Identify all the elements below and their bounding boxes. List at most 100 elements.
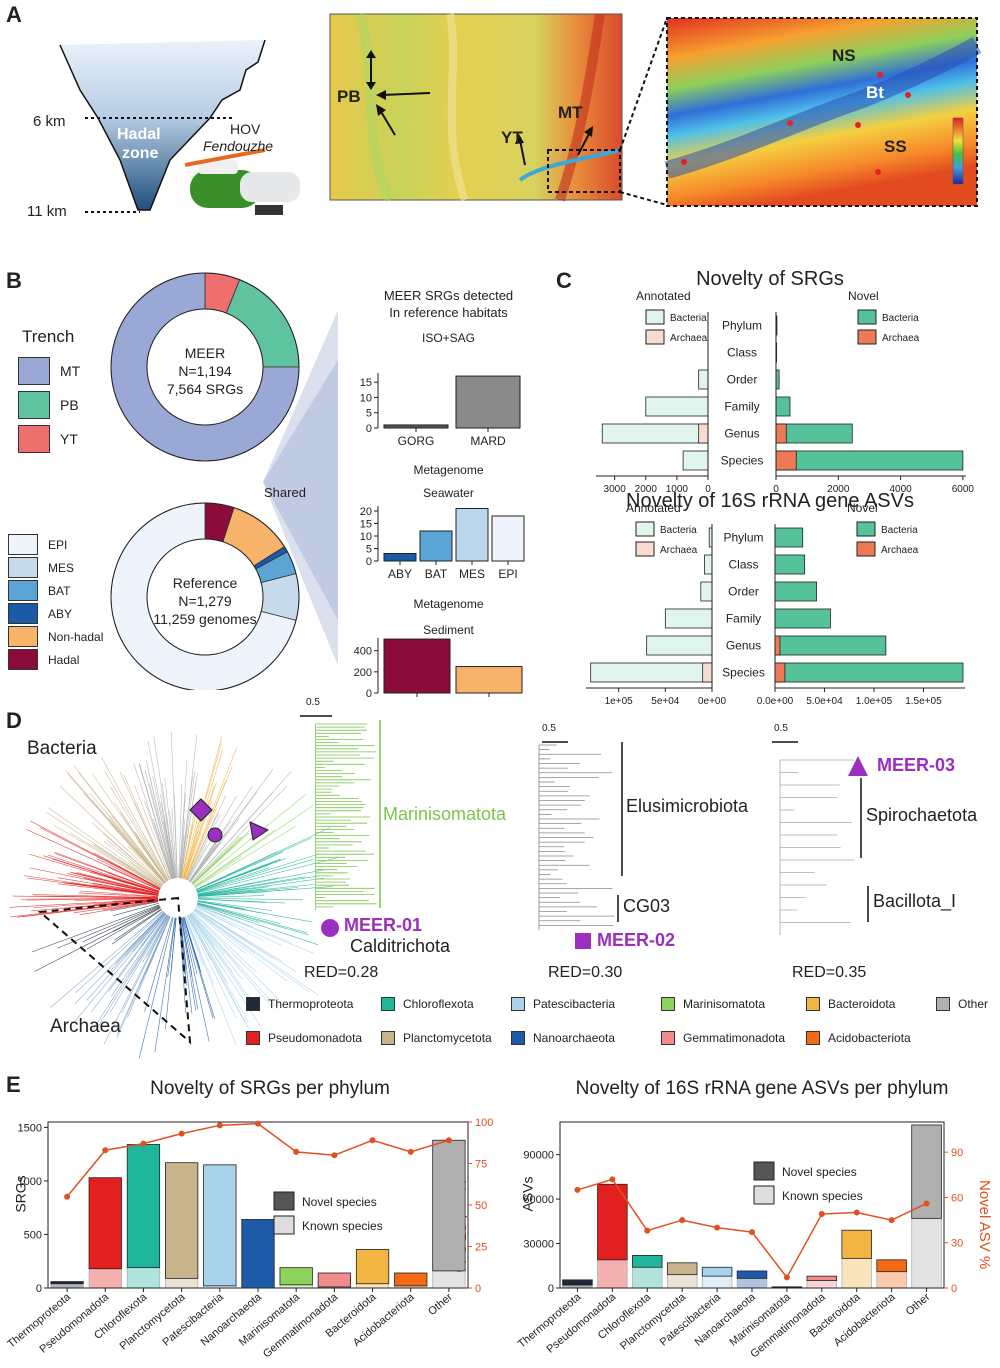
tree-branch (190, 912, 273, 1008)
bar-novel (666, 1262, 698, 1276)
tick-label: 15 (360, 377, 372, 389)
category-label: MES (459, 567, 485, 581)
category-label: Other (904, 1291, 933, 1318)
bar-novel (126, 1144, 161, 1269)
b-sub-sediment: Sediment (423, 623, 474, 637)
tree-branch (12, 895, 159, 899)
tick-label: 500 (24, 1229, 42, 1241)
panel-label-a: A (6, 2, 22, 27)
tree-branch (73, 900, 159, 914)
tick-label: 0 (366, 556, 372, 568)
tree-branch (197, 898, 266, 903)
tree-branch (93, 884, 159, 896)
tree-branch (196, 906, 283, 946)
novel-pct-point (853, 1209, 860, 1216)
tree-branch (189, 914, 252, 1001)
legend-item-planctomycetota: Planctomycetota (381, 1031, 492, 1045)
habitat-legend: EPI MES BAT ABY Non-hadal Hadal (8, 533, 103, 671)
tree-branch (111, 909, 162, 945)
tree-branch (91, 913, 167, 1012)
bar-annotated-bacteria (698, 369, 709, 390)
tree-branch (197, 902, 281, 924)
bar-novel (50, 1281, 84, 1285)
tree-branch (26, 829, 160, 891)
bar-novel (317, 1272, 351, 1288)
tick-label: 0 (475, 1283, 481, 1295)
tree-branch (160, 802, 175, 879)
tick-label: 10 (360, 531, 372, 543)
category-label: Planctomycetota (118, 1291, 189, 1353)
tree-branch (125, 912, 165, 956)
elusimicrobiota-label: Elusimicrobiota (626, 796, 749, 816)
tree-branch (82, 906, 160, 943)
panel-e-charts: 0500100015000255075100ThermoproteotaPseu… (5, 1117, 963, 1360)
tree-branch (103, 840, 163, 887)
tick-label: 60 (951, 1192, 963, 1204)
cg03-label: CG03 (623, 896, 671, 916)
legend-item-other: Other (936, 997, 988, 1011)
tree-branch (189, 768, 274, 883)
meer-srgs: 7,564 SRGs (166, 381, 244, 397)
tree-branch (197, 857, 338, 894)
tree-branch (193, 794, 306, 886)
bar-known (876, 1271, 907, 1289)
c-title-srg: Novelty of SRGs (696, 268, 844, 290)
legend-label-nonhadal: Non-hadal (48, 629, 104, 644)
shared-label: Shared (264, 485, 306, 500)
tree-branch (66, 770, 166, 884)
tree-branch (169, 810, 177, 879)
novel-pct-point (749, 1229, 755, 1236)
tree-branch (23, 875, 159, 896)
bar (383, 424, 449, 429)
bar-novel-bacteria (774, 608, 831, 629)
tree-branch (183, 917, 215, 1019)
chart-e-asv: 03000060000900000306090ThermoproteotaPse… (516, 1121, 963, 1360)
tick-label: 1500 (18, 1122, 42, 1134)
tree-branch (179, 835, 185, 879)
legend-archaea: Archaea (881, 545, 919, 556)
tree-branch (142, 915, 169, 963)
bar-novel (355, 1249, 390, 1285)
legend-label-hadal: Hadal (48, 652, 80, 667)
bar-annotated-archaea (702, 662, 713, 683)
meer-n: N=1,194 (178, 363, 232, 379)
tree-branch (112, 902, 159, 917)
tree-branch (50, 910, 164, 1008)
category-label: Nanoarchaeota (693, 1291, 759, 1349)
b-right-title: MEER SRGs detected In reference habitats (346, 287, 551, 321)
bar-known (701, 1275, 733, 1289)
tree-branch (148, 772, 174, 879)
bar-novel (701, 1266, 733, 1277)
tree-branch (91, 773, 167, 882)
tree-branch (197, 903, 260, 924)
meer-title: MEER (184, 345, 226, 361)
tree-branch (192, 845, 234, 885)
bar-novel (736, 1270, 768, 1279)
tree-branch (111, 914, 168, 997)
tree-branch (73, 765, 166, 883)
bar (383, 553, 417, 562)
tree-branch (33, 899, 159, 909)
legend-bacteria: Bacteria (660, 525, 697, 536)
tree-branch (60, 786, 164, 885)
tick-label: 100 (475, 1117, 493, 1129)
tree-branch (43, 855, 160, 893)
novel-pct-point (293, 1148, 300, 1155)
tick-label: 2000 (827, 484, 850, 495)
legend-label: Acidobacteriota (828, 1031, 911, 1045)
tick-label: 15 (360, 519, 372, 531)
tree-branch (28, 853, 159, 893)
big-tree-triangle (249, 821, 270, 841)
bar-known (736, 1277, 768, 1289)
novel-pct-point (714, 1224, 721, 1231)
trench-legend-title: Trench (22, 327, 75, 346)
bar-annotated-bacteria (664, 608, 713, 629)
tree-branch (119, 771, 170, 880)
novel-pct-point (445, 1137, 452, 1144)
tree-branch (130, 914, 168, 975)
calditrichota-label: Calditrichota (350, 936, 451, 956)
map-label-yt: YT (501, 128, 523, 147)
chart-sediment: 0200400HadalNon−hadal (354, 638, 523, 700)
